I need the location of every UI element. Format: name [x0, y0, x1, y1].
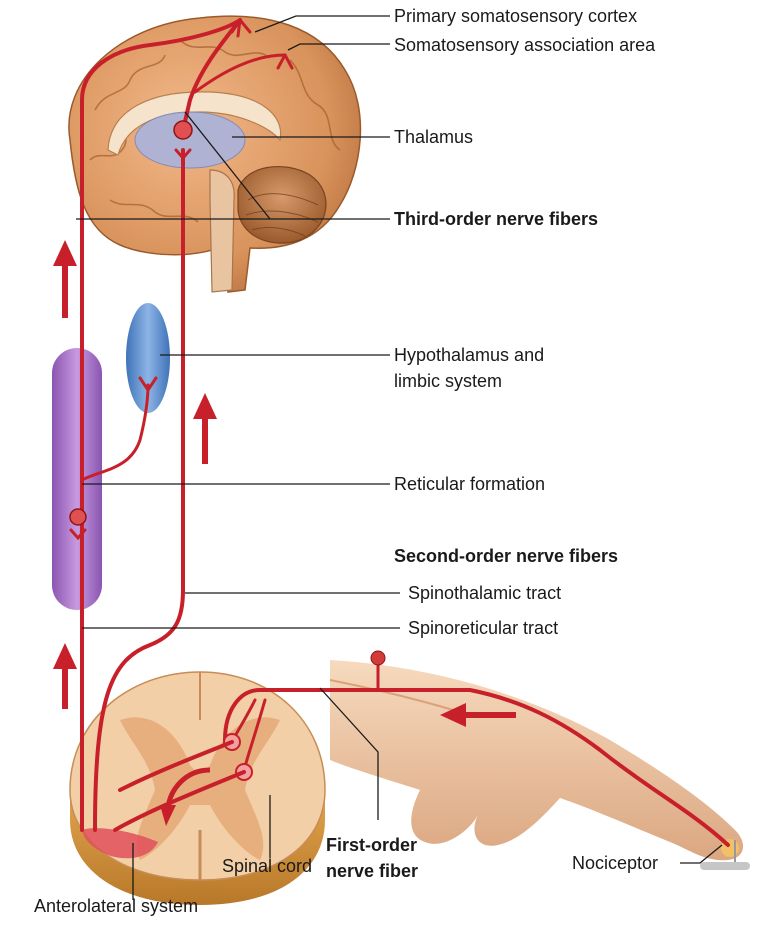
- label-first-order-line1: First-order: [326, 835, 417, 855]
- reticular-formation-shape: [52, 348, 102, 610]
- label-nociceptor: Nociceptor: [572, 853, 658, 873]
- cerebellum: [238, 167, 326, 244]
- label-primary-somatosensory-cortex: Primary somatosensory cortex: [394, 6, 637, 26]
- label-third-order-nerve-fibers: Third-order nerve fibers: [394, 209, 598, 229]
- brainstem: [210, 170, 234, 292]
- label-reticular-formation: Reticular formation: [394, 474, 545, 494]
- label-first-order-line2: nerve fiber: [326, 861, 418, 881]
- label-somatosensory-association-area: Somatosensory association area: [394, 35, 656, 55]
- arrow-up-left-bottom: [53, 643, 77, 709]
- arrow-up-middle: [193, 393, 217, 464]
- label-spinoreticular-tract: Spinoreticular tract: [408, 618, 558, 638]
- thalamus-synapse: [174, 121, 192, 139]
- reticular-synapse: [70, 509, 86, 525]
- arrow-up-left-top: [53, 240, 77, 318]
- label-hypothalamus-line1: Hypothalamus and: [394, 345, 544, 365]
- label-spinothalamic-tract: Spinothalamic tract: [408, 583, 561, 603]
- label-second-order-nerve-fibers: Second-order nerve fibers: [394, 546, 618, 566]
- label-hypothalamus-line2: limbic system: [394, 371, 502, 391]
- first-order-cell-body: [371, 651, 385, 665]
- thalamus-shape: [135, 112, 245, 168]
- label-anterolateral-system: Anterolateral system: [34, 896, 198, 916]
- label-spinal-cord: Spinal cord: [222, 856, 312, 876]
- label-thalamus: Thalamus: [394, 127, 473, 147]
